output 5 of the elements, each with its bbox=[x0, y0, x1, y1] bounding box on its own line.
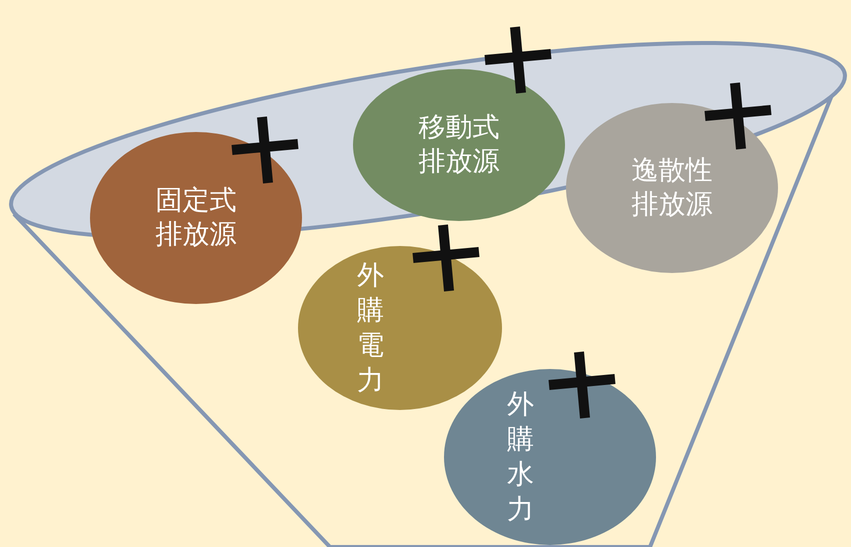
node-label: 逸散性排放源 bbox=[630, 154, 714, 222]
node-label: 固定式排放源 bbox=[154, 184, 238, 252]
node-label: 外購電力 bbox=[356, 258, 428, 398]
node-label: 移動式排放源 bbox=[418, 111, 500, 179]
node-label: 外購水力 bbox=[506, 388, 578, 528]
